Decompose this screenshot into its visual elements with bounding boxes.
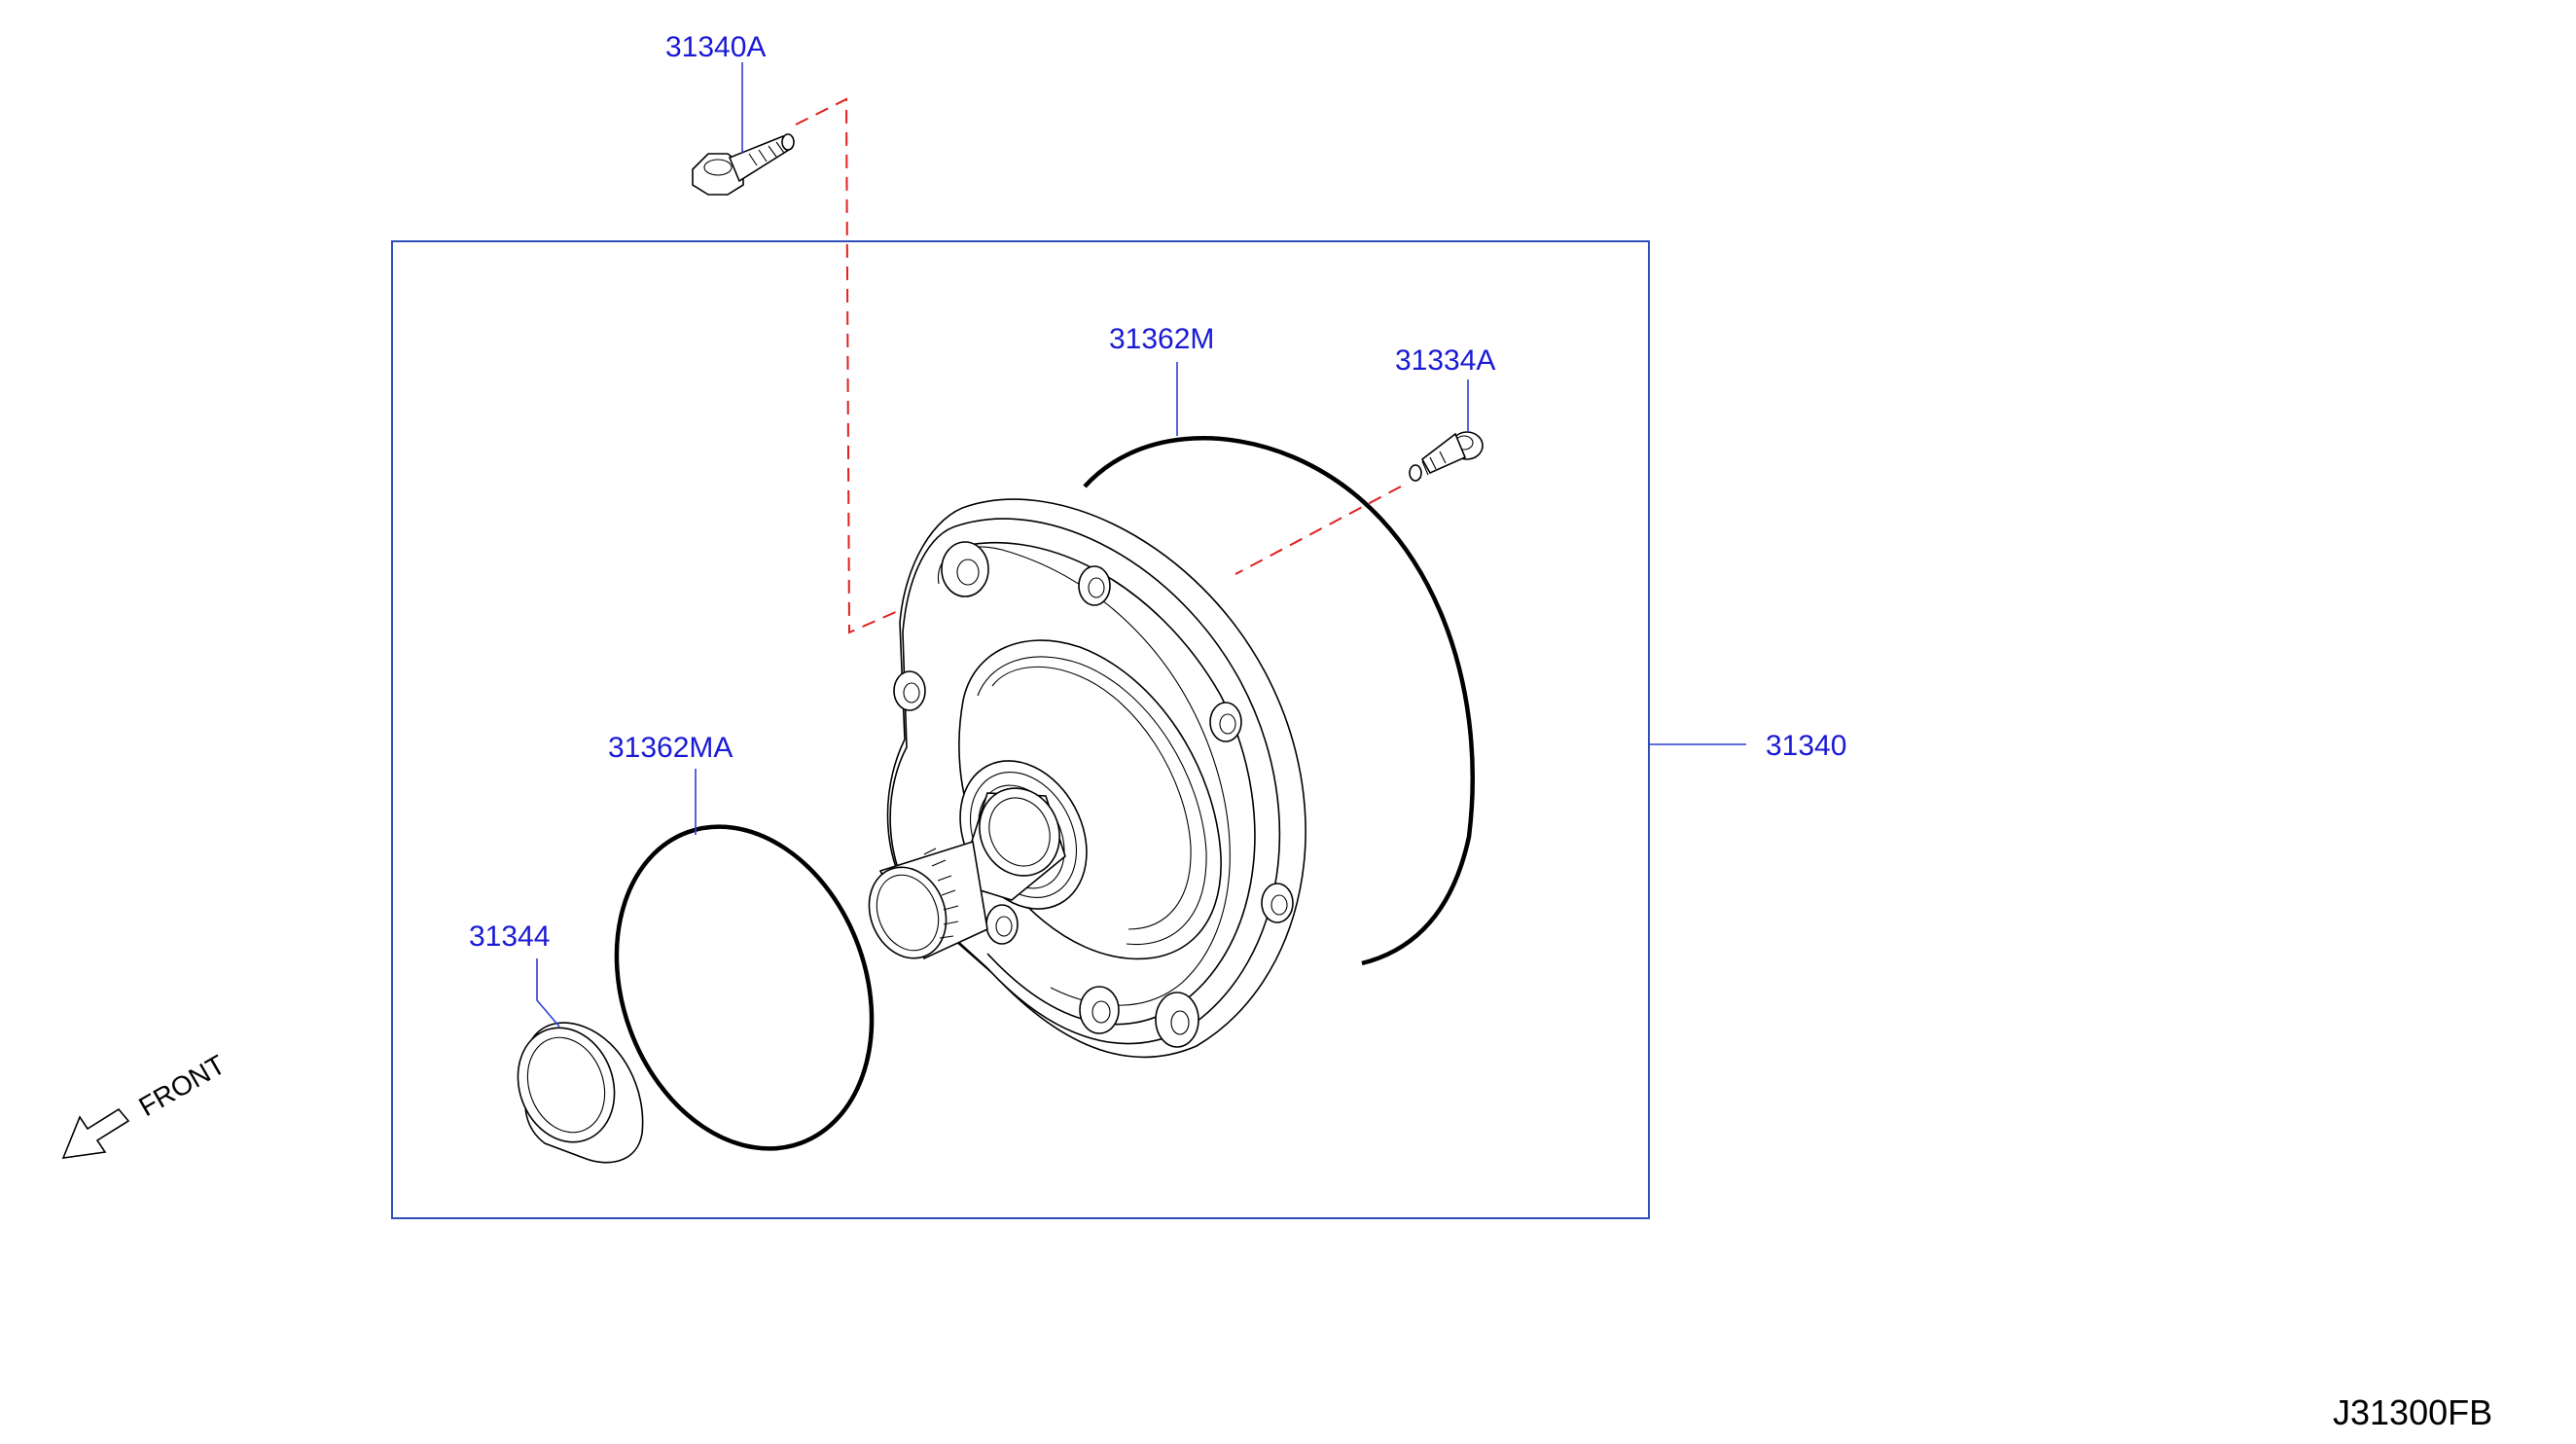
callout-31362ma[interactable]: 31362MA — [608, 732, 733, 764]
flange-bolt-hole — [1209, 702, 1242, 742]
flange-bolt-hole — [985, 904, 1019, 945]
drawing-id: J31300FB — [2333, 1392, 2492, 1432]
flange-bolt-hole — [893, 670, 926, 711]
flange-bolt-hole — [1078, 565, 1111, 606]
leader-31344 — [536, 958, 560, 1028]
assembly-frame — [391, 240, 1650, 1219]
seal-31344-part[interactable] — [502, 1014, 644, 1164]
oring-31362m-part[interactable] — [1083, 436, 1475, 966]
bolt-31334a-assembly-dash — [1234, 486, 1402, 575]
callout-31334a[interactable]: 31334A — [1395, 344, 1495, 377]
callout-31362m[interactable]: 31362M — [1109, 323, 1214, 355]
flange-bolt-hole — [941, 541, 989, 597]
callout-31340[interactable]: 31340 — [1766, 730, 1846, 762]
bolt-31334a-part[interactable] — [1409, 431, 1484, 482]
callout-31340a[interactable]: 31340A — [665, 31, 766, 63]
front-label: FRONT — [134, 1049, 231, 1122]
front-arrow-icon — [61, 1107, 130, 1159]
flange-bolt-hole — [1155, 992, 1199, 1048]
callout-31344[interactable]: 31344 — [469, 921, 550, 953]
flange-bolt-hole — [1079, 986, 1120, 1034]
oring-31362ma-part[interactable] — [573, 790, 914, 1184]
bolt-31340a-part[interactable] — [692, 133, 795, 196]
flange-bolt-hole — [1261, 883, 1294, 923]
oil-pump-body[interactable] — [856, 498, 1306, 1059]
